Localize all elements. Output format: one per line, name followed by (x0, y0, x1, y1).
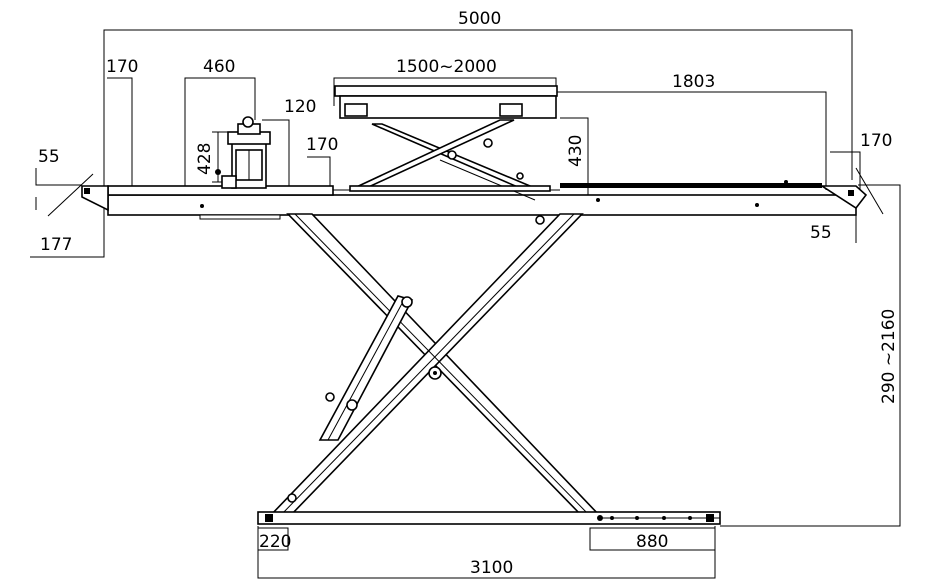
jack-unit (215, 116, 271, 189)
dim-runway-to-end: 1803 (672, 72, 715, 92)
dim-left-ramp-length: 177 (40, 235, 72, 255)
dim-secondary-lift-range: 1500~2000 (396, 57, 497, 77)
dim-right-ramp-width: 170 (860, 131, 892, 151)
dim-base-left-block: 220 (259, 532, 291, 552)
dim-height-range: 290 ~2160 (879, 309, 899, 404)
dim-left-ramp-drop: 55 (38, 147, 60, 167)
main-scissor (268, 213, 602, 517)
dimension-lines (30, 29, 901, 579)
dim-jack-base: 170 (306, 135, 338, 155)
dim-secondary-lift-height: 430 (566, 135, 586, 167)
dim-base-right-section: 880 (636, 532, 668, 552)
dim-overall-length: 5000 (458, 9, 501, 29)
base-frame (257, 511, 721, 525)
dimension-labels: 5000 170 460 428 120 170 1500~2000 430 1… (38, 9, 899, 578)
dim-left-ramp-width: 170 (106, 57, 138, 77)
dim-jack-width: 460 (203, 57, 235, 77)
dim-right-ramp-drop: 55 (810, 223, 832, 243)
secondary-lift (334, 85, 558, 201)
dim-jack-gap: 120 (284, 97, 316, 117)
main-platform (81, 180, 868, 220)
dim-base-length: 3100 (470, 558, 513, 578)
dim-jack-height: 428 (195, 143, 215, 175)
